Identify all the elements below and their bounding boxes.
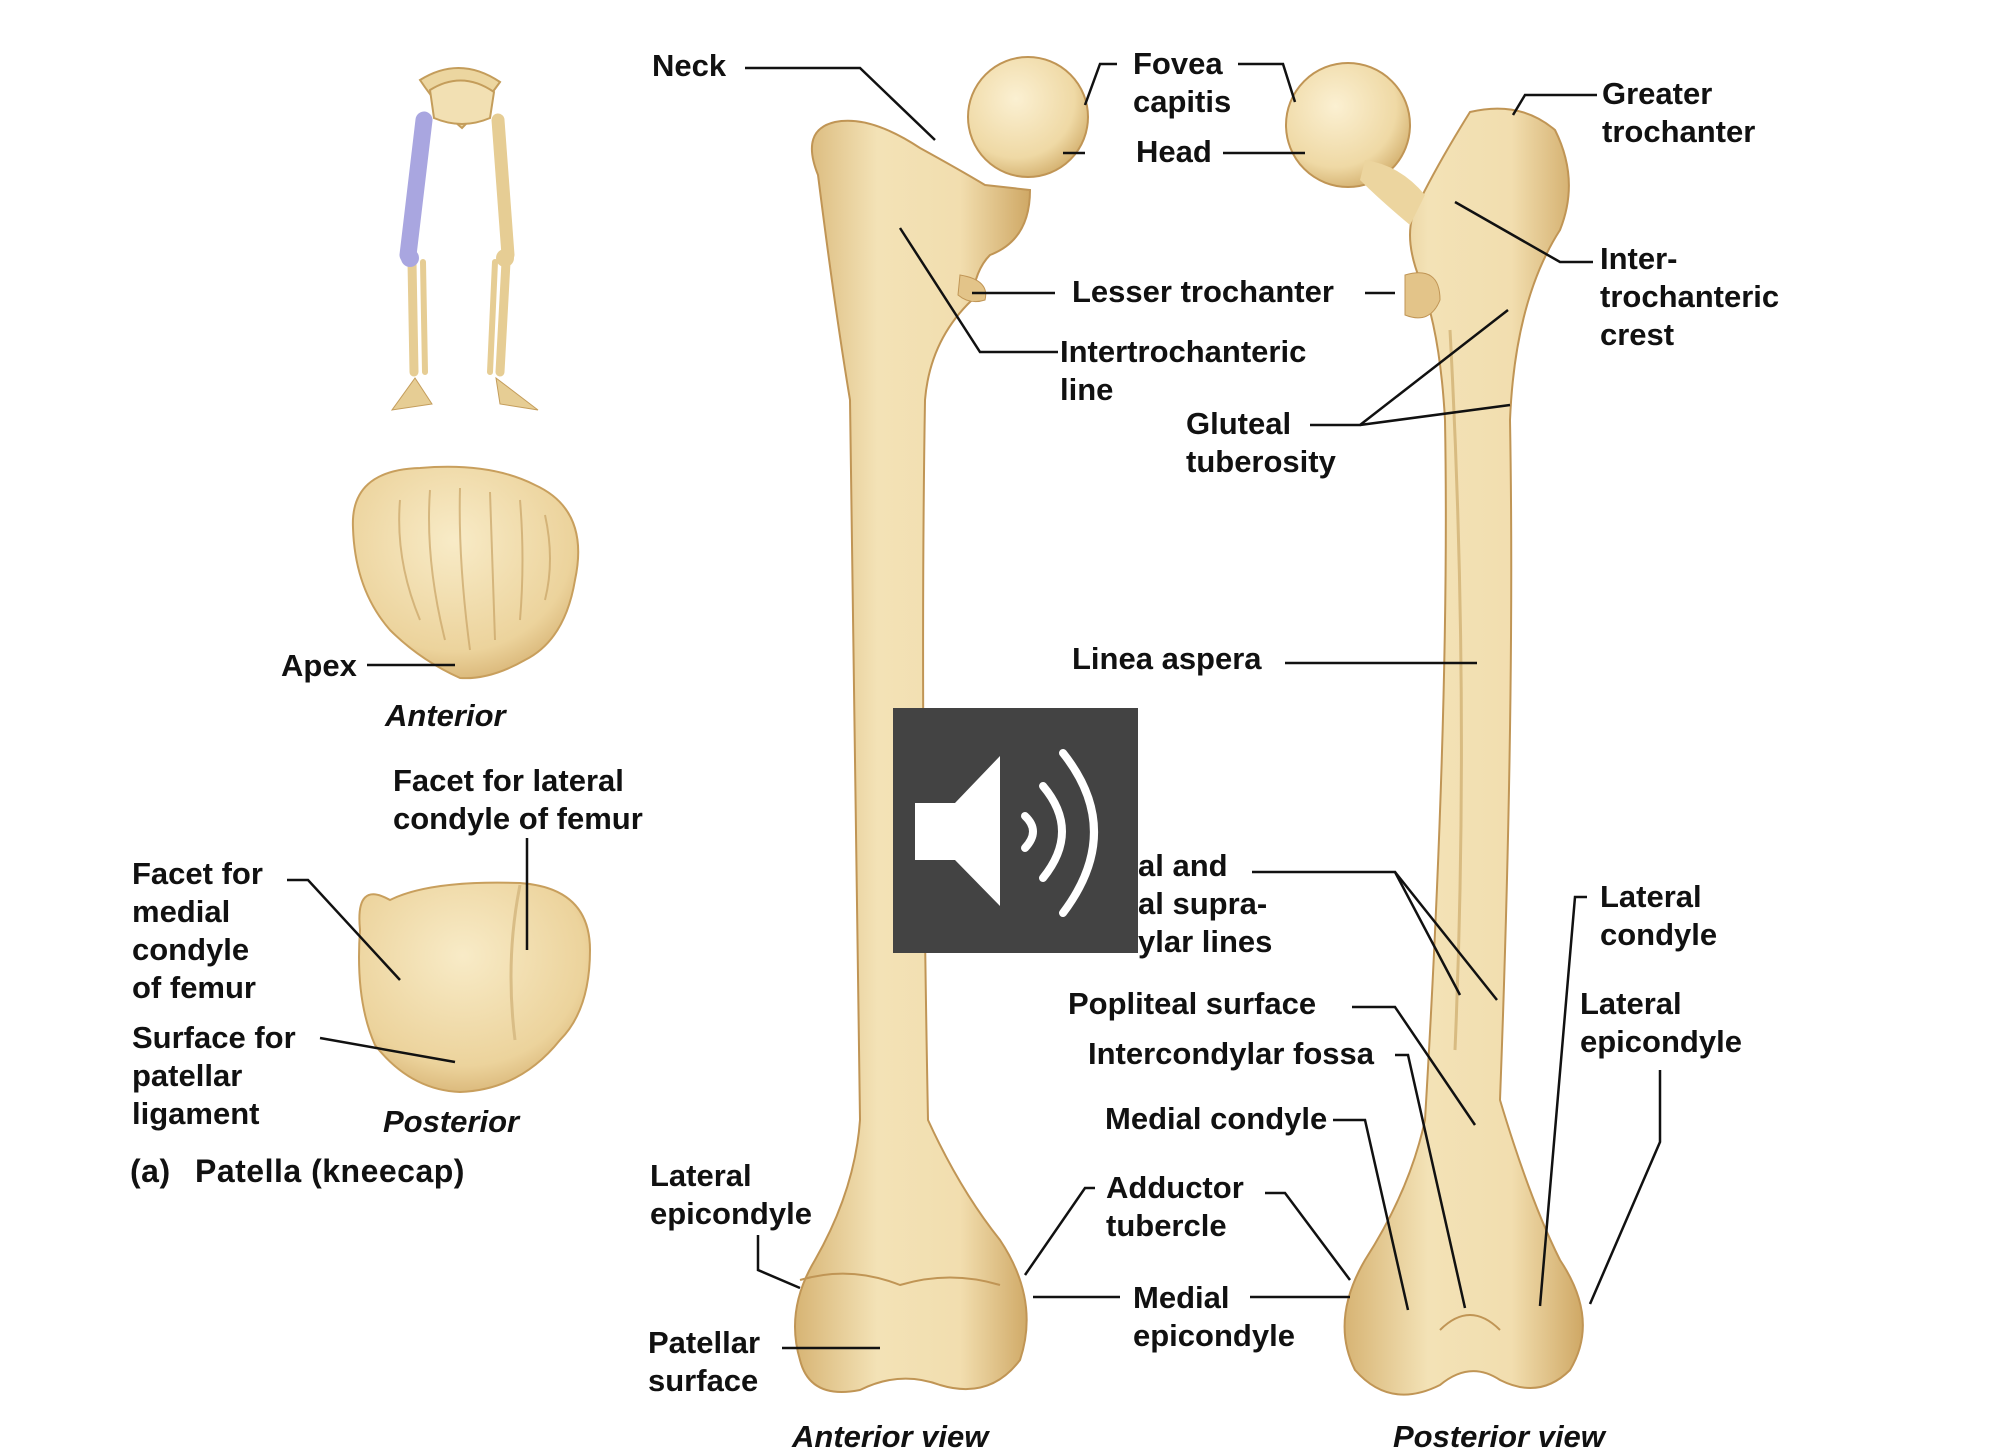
label-inter-line-1: Intertrochanteric bbox=[1060, 334, 1307, 369]
femur-posterior-bone bbox=[1285, 62, 1584, 1396]
caption-posterior-view: Posterior view bbox=[1393, 1419, 1605, 1454]
label-lesser-trochanter: Lesser trochanter bbox=[1072, 274, 1334, 309]
patella-title: Patella (kneecap) bbox=[195, 1153, 465, 1189]
label-med-condyle: Medial condyle bbox=[1105, 1101, 1328, 1136]
label-apex: Apex bbox=[281, 648, 357, 683]
skeleton-thumbnail bbox=[390, 67, 539, 411]
label-facet-medial-3: condyle bbox=[132, 932, 250, 967]
caption-patella-anterior: Anterior bbox=[385, 698, 506, 733]
label-surface-3: ligament bbox=[132, 1096, 260, 1131]
label-adductor-1: Adductor bbox=[1106, 1170, 1244, 1205]
label-linea-aspera: Linea aspera bbox=[1072, 641, 1262, 676]
label-lat-epi-post-2: epicondyle bbox=[1580, 1024, 1742, 1059]
label-surface-1: Surface for bbox=[132, 1020, 296, 1055]
label-surface-2: patellar bbox=[132, 1058, 243, 1093]
label-facet-medial-4: of femur bbox=[132, 970, 256, 1005]
label-facet-medial-1: Facet for bbox=[132, 856, 263, 891]
label-supra-3: ylar lines bbox=[1138, 924, 1273, 959]
label-inter-crest-2: trochanteric bbox=[1600, 279, 1780, 314]
label-head: Head bbox=[1136, 134, 1212, 169]
label-popliteal: Popliteal surface bbox=[1068, 986, 1317, 1021]
label-fovea-2: capitis bbox=[1133, 84, 1232, 119]
label-greater-2: trochanter bbox=[1602, 114, 1756, 149]
label-lat-condyle-1: Lateral bbox=[1600, 879, 1702, 914]
label-gluteal-1: Gluteal bbox=[1186, 406, 1292, 441]
label-fovea-1: Fovea bbox=[1133, 46, 1223, 81]
caption-anterior-view: Anterior view bbox=[792, 1419, 989, 1454]
audio-play-button[interactable] bbox=[893, 708, 1138, 953]
label-inter-crest-1: Inter- bbox=[1600, 241, 1678, 276]
leader-lines bbox=[287, 62, 1662, 1350]
label-intercondylar: Intercondylar fossa bbox=[1088, 1036, 1374, 1071]
label-lat-epi-ant-1: Lateral bbox=[650, 1158, 752, 1193]
label-med-epi-2: epicondyle bbox=[1133, 1318, 1295, 1353]
label-med-epi-1: Medial bbox=[1133, 1280, 1230, 1315]
label-inter-line-2: line bbox=[1060, 372, 1114, 407]
label-facet-medial-2: medial bbox=[132, 894, 231, 929]
label-facet-lateral-1: Facet for lateral bbox=[393, 763, 624, 798]
label-lat-condyle-2: condyle bbox=[1600, 917, 1718, 952]
label-greater-1: Greater bbox=[1602, 76, 1713, 111]
label-adductor-2: tubercle bbox=[1106, 1208, 1227, 1243]
patella-title-prefix: (a) bbox=[130, 1153, 171, 1189]
label-gluteal-2: tuberosity bbox=[1186, 444, 1336, 479]
label-lat-epi-post-1: Lateral bbox=[1580, 986, 1682, 1021]
speaker-icon bbox=[915, 749, 1098, 917]
label-patellar-surface-2: surface bbox=[648, 1363, 759, 1398]
label-patellar-surface-1: Patellar bbox=[648, 1325, 761, 1360]
caption-patella-posterior: Posterior bbox=[383, 1104, 520, 1139]
label-lat-epi-ant-2: epicondyle bbox=[650, 1196, 812, 1231]
label-supra-1: al and bbox=[1138, 848, 1228, 883]
label-inter-crest-3: crest bbox=[1600, 317, 1675, 352]
label-supra-2: al supra- bbox=[1138, 886, 1268, 921]
label-neck: Neck bbox=[652, 48, 727, 83]
patella-anterior-bone bbox=[351, 465, 580, 680]
label-facet-lateral-2: condyle of femur bbox=[393, 801, 643, 836]
patella-posterior-bone bbox=[358, 881, 592, 1094]
